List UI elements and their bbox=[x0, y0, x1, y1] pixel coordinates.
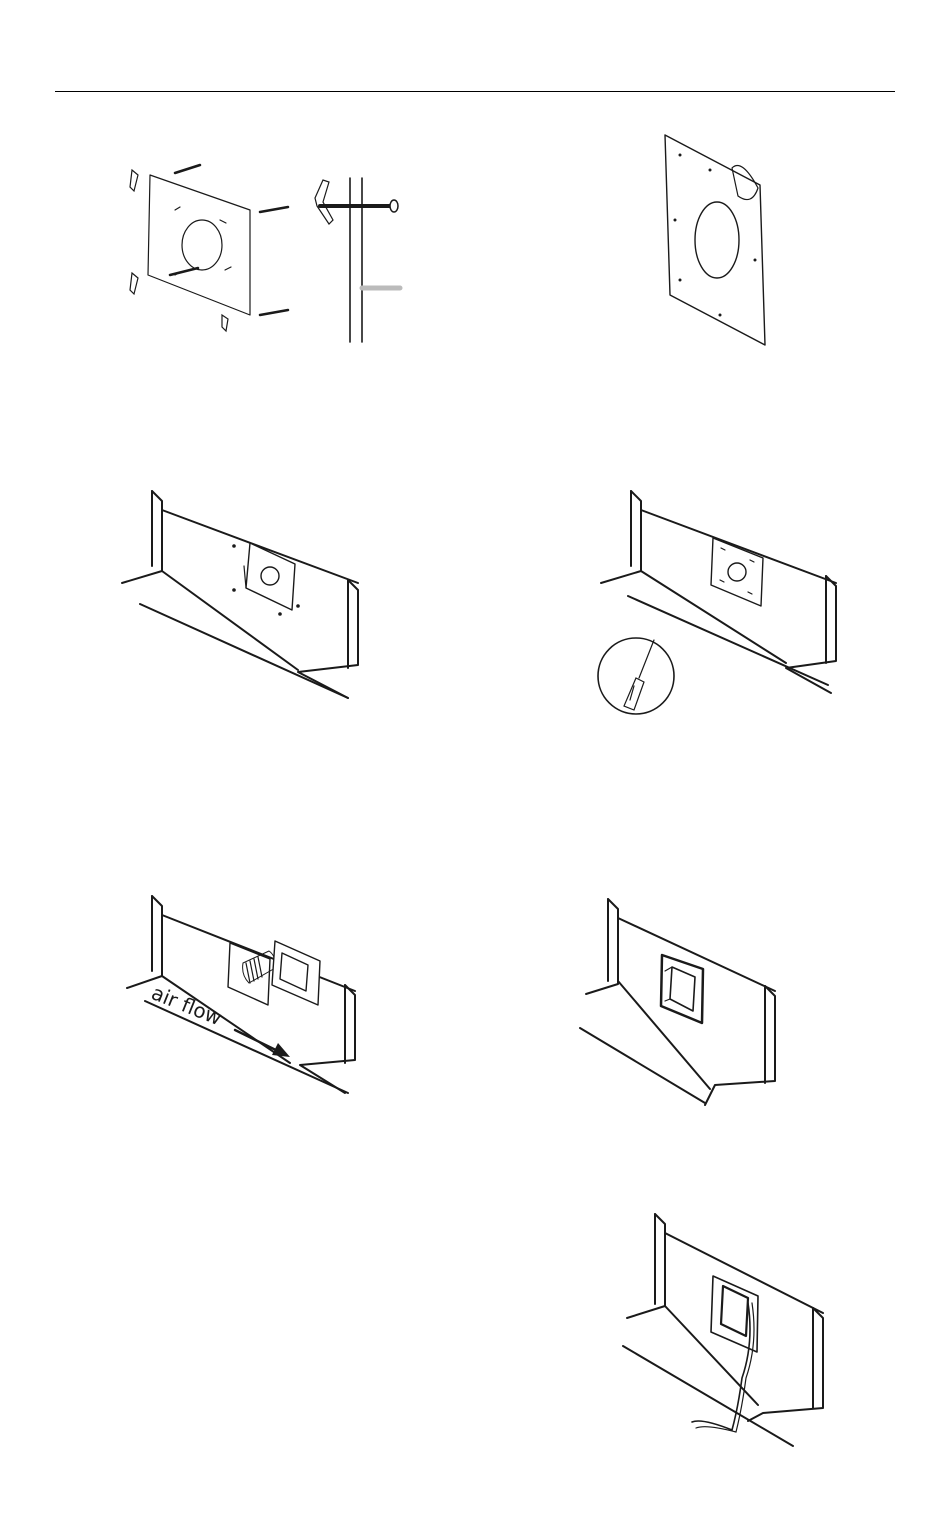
figure-duct-screw-plate bbox=[596, 488, 841, 718]
figure-adhesive-plate bbox=[660, 130, 775, 350]
duct-icon: air flow bbox=[120, 893, 360, 1098]
mounting-plate-icon bbox=[120, 155, 300, 335]
figure-duct-collar-installed bbox=[585, 893, 785, 1108]
arrow-right-icon bbox=[272, 1043, 290, 1057]
figure-plate-toggle-bolts bbox=[120, 155, 300, 335]
duct-icon bbox=[618, 1208, 833, 1468]
figure-duct-plate-placement bbox=[120, 488, 370, 703]
air-flow-label: air flow bbox=[148, 980, 225, 1030]
header-rule bbox=[55, 91, 895, 92]
screwdriver-icon bbox=[596, 638, 680, 718]
toggle-bolt-icon bbox=[305, 170, 415, 345]
figure-duct-wire-routed bbox=[618, 1208, 833, 1468]
duct-icon bbox=[120, 488, 370, 703]
figure-duct-air-flow: air flow bbox=[120, 893, 360, 1098]
duct-icon bbox=[585, 893, 785, 1108]
figure-toggle-bolt-detail bbox=[305, 170, 415, 345]
adhesive-plate-icon bbox=[660, 130, 775, 350]
